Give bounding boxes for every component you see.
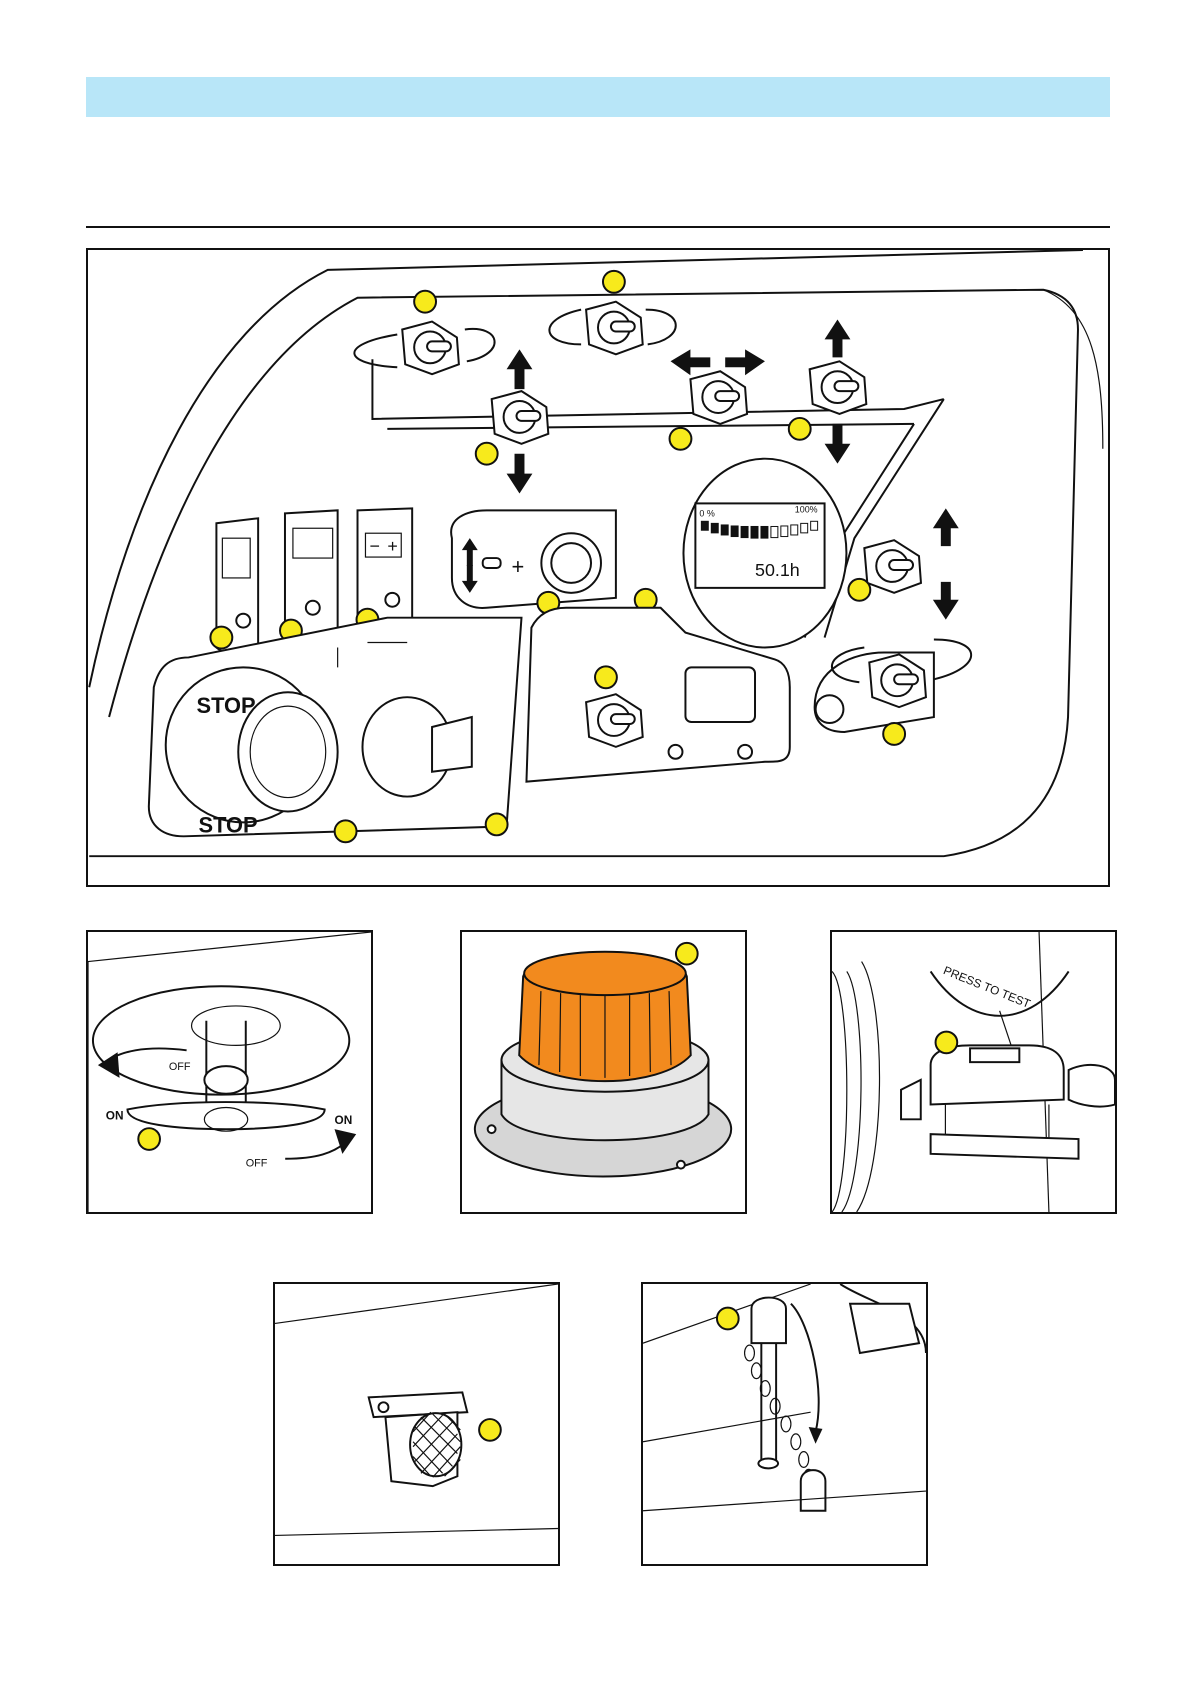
gauge-charge-segment <box>721 525 728 535</box>
buzzer-drawing <box>275 1284 558 1564</box>
emergency-stop-and-key-plate: STOP STOP <box>149 618 522 843</box>
stop-label-top: STOP <box>197 693 256 718</box>
toggle-switch-7 <box>815 640 972 745</box>
off-label-bottom: OFF <box>246 1158 268 1170</box>
press-to-test-label: PRESS TO TEST <box>941 963 1032 1011</box>
svg-text:+: + <box>387 536 397 556</box>
beacon-light-illustration <box>460 930 747 1214</box>
gauge-charge-segment <box>801 523 808 532</box>
toggle-switch-5 <box>789 320 867 464</box>
gauge-charge-segment <box>811 521 818 530</box>
toggle-switch-3 <box>476 349 549 493</box>
gauge-charge-segment <box>711 523 718 532</box>
header-band <box>86 77 1110 117</box>
gauge-charge-segment <box>731 526 738 537</box>
lock-pin-drawing <box>643 1284 926 1564</box>
on-label-left: ON <box>106 1108 124 1122</box>
gauge-hours-readout: 50.1h <box>755 560 800 580</box>
gauge-charge-segment <box>701 521 708 530</box>
beacon-light-drawing <box>462 932 745 1212</box>
lock-pin-illustration <box>641 1282 928 1566</box>
gauge-max-label: 100% <box>795 504 818 514</box>
gauge-charge-segment <box>771 526 778 537</box>
buzzer-illustration <box>273 1282 560 1566</box>
off-label-top: OFF <box>169 1061 191 1073</box>
gauge-charge-segment <box>791 525 798 535</box>
stop-label-bottom: STOP <box>199 812 258 837</box>
horn-button-plate: + <box>451 510 616 613</box>
battery-disconnect-drawing: ON ON OFF OFF <box>88 932 371 1212</box>
svg-text:+: + <box>512 554 525 579</box>
gauge-charge-segment <box>781 526 788 537</box>
on-label-right: ON <box>335 1113 353 1127</box>
gauge-min-label: 0 % <box>699 508 714 518</box>
toggle-switch-2 <box>549 271 675 354</box>
section-rule <box>86 226 1110 228</box>
gauge-charge-segment <box>761 526 768 538</box>
battery-disconnect-illustration: ON ON OFF OFF <box>86 930 373 1214</box>
toggle-switch-4 <box>670 349 765 449</box>
gauge-charge-segment <box>751 526 758 538</box>
test-button-drawing: PRESS TO TEST <box>832 932 1115 1212</box>
svg-text:−: − <box>369 536 379 556</box>
test-button-illustration: PRESS TO TEST <box>830 930 1117 1214</box>
control-panel-drawing: − + + 0 % 100% 50.1h <box>88 250 1108 885</box>
control-panel-illustration: − + + 0 % 100% 50.1h <box>86 248 1110 887</box>
toggle-switch-1 <box>354 291 494 374</box>
gauge-charge-segment <box>741 526 748 537</box>
toggle-switch-6 <box>848 508 958 619</box>
